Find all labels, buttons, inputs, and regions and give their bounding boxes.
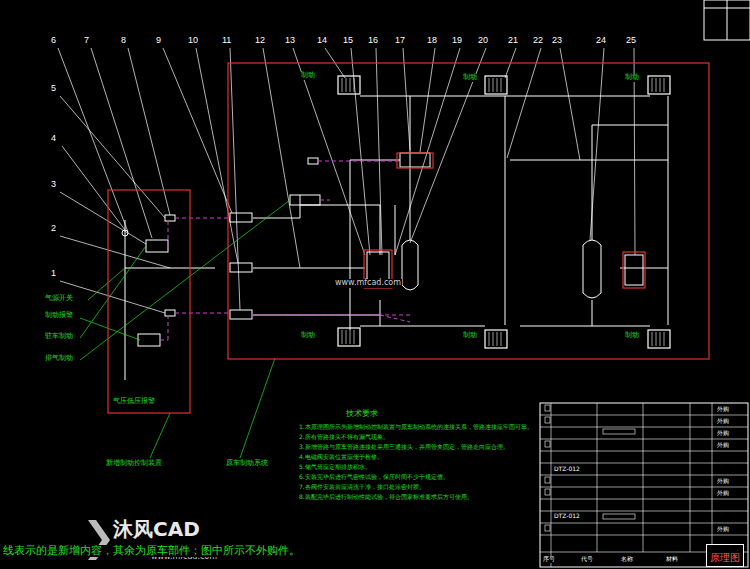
notes-heading: 技术要求 xyxy=(345,410,379,419)
callout-number: 4 xyxy=(50,134,57,144)
title-cell: 原理图 xyxy=(706,544,744,567)
valve-label: 制动 xyxy=(462,332,478,340)
table-cell: 外购 xyxy=(716,406,730,413)
callout-number: 21 xyxy=(507,36,519,46)
table-cell: 代号 xyxy=(580,556,594,563)
callout-number: 8 xyxy=(120,36,127,46)
footnote: 线表示的是新增内容，其余为原车部件；图中所示不外购件。 xyxy=(2,545,301,557)
callout-number: 6 xyxy=(50,36,57,46)
callout-number: 3 xyxy=(50,180,57,190)
valve-label: 制动 xyxy=(300,72,316,80)
table-cell: 名称 xyxy=(620,556,634,563)
part-label: 驻车制动 xyxy=(44,333,74,341)
callout-number: 15 xyxy=(342,36,354,46)
table-cell: 序号 xyxy=(542,556,556,563)
callout-number: 22 xyxy=(532,36,544,46)
note-line: 7.各阀件安装前应清洗干净，接口处涂密封胶。 xyxy=(298,484,426,491)
callout-number: 16 xyxy=(367,36,379,46)
callout-number: 24 xyxy=(595,36,607,46)
title-text: 原理图 xyxy=(710,552,740,563)
note-line: 8.装配完毕后进行制动性能试验，符合国家标准要求后方可使用。 xyxy=(298,494,474,501)
note-line: 5.储气筒应定期排放积水。 xyxy=(298,464,372,471)
valve-label: 制动 xyxy=(462,74,478,82)
callout-number: 14 xyxy=(316,36,328,46)
table-cell: 材料 xyxy=(665,556,679,563)
table-cell: DTZ-012 xyxy=(553,513,581,520)
callout-number: 19 xyxy=(451,36,463,46)
part-label: 排气制动 xyxy=(44,355,74,363)
table-cell: DTZ-012 xyxy=(553,466,581,473)
watermark-url: www.mfcad.com xyxy=(334,279,402,288)
table-cell: 外购 xyxy=(716,418,730,425)
callout-number: 9 xyxy=(155,36,162,46)
note-line: 3.新增管路与原车管路连接处采用三通接头，并用管夹固定，管路走向应合理。 xyxy=(298,444,510,451)
watermark: 沐风CAD xyxy=(112,518,201,540)
part-label: 制动报警 xyxy=(44,312,74,320)
box-label: 气压低压报警 xyxy=(112,398,156,406)
callout-number: 11 xyxy=(221,36,232,46)
group-label: 原车制动系统 xyxy=(225,460,269,468)
table-cell: 外购 xyxy=(716,442,730,449)
note-line: 1.本原理图所示为新增制动控制装置与原车制动系统的连接关系，管路连接应牢固可靠。 xyxy=(298,424,534,431)
callout-number: 12 xyxy=(254,36,266,46)
valve-label: 制动 xyxy=(624,332,640,340)
note-line: 6.安装完毕后进行气密性试验，保压时间不少于规定值。 xyxy=(298,474,450,481)
callout-number: 25 xyxy=(625,36,637,46)
callout-number: 7 xyxy=(83,36,90,46)
callout-number: 2 xyxy=(50,224,57,234)
note-line: 2.所有管路接头不得有漏气现象。 xyxy=(298,434,390,441)
table-cell: 外购 xyxy=(716,526,730,533)
callout-number: 23 xyxy=(551,36,563,46)
note-line: 4.电磁阀安装位置应便于检修。 xyxy=(298,454,384,461)
callout-number: 13 xyxy=(284,36,296,46)
callout-number: 5 xyxy=(50,84,57,94)
callout-number: 20 xyxy=(477,36,489,46)
table-cell: 外购 xyxy=(716,490,730,497)
callout-number: 17 xyxy=(394,36,406,46)
table-cell: 外购 xyxy=(716,478,730,485)
table-cell: 外购 xyxy=(716,430,730,437)
valve-label: 制动 xyxy=(624,74,640,82)
callout-number: 10 xyxy=(187,36,199,46)
callout-number: 18 xyxy=(426,36,438,46)
group-label: 新增制动控制装置 xyxy=(105,460,163,468)
valve-label: 制动 xyxy=(300,332,316,340)
part-label: 气源开关 xyxy=(44,295,74,303)
callout-number: 1 xyxy=(50,269,57,279)
